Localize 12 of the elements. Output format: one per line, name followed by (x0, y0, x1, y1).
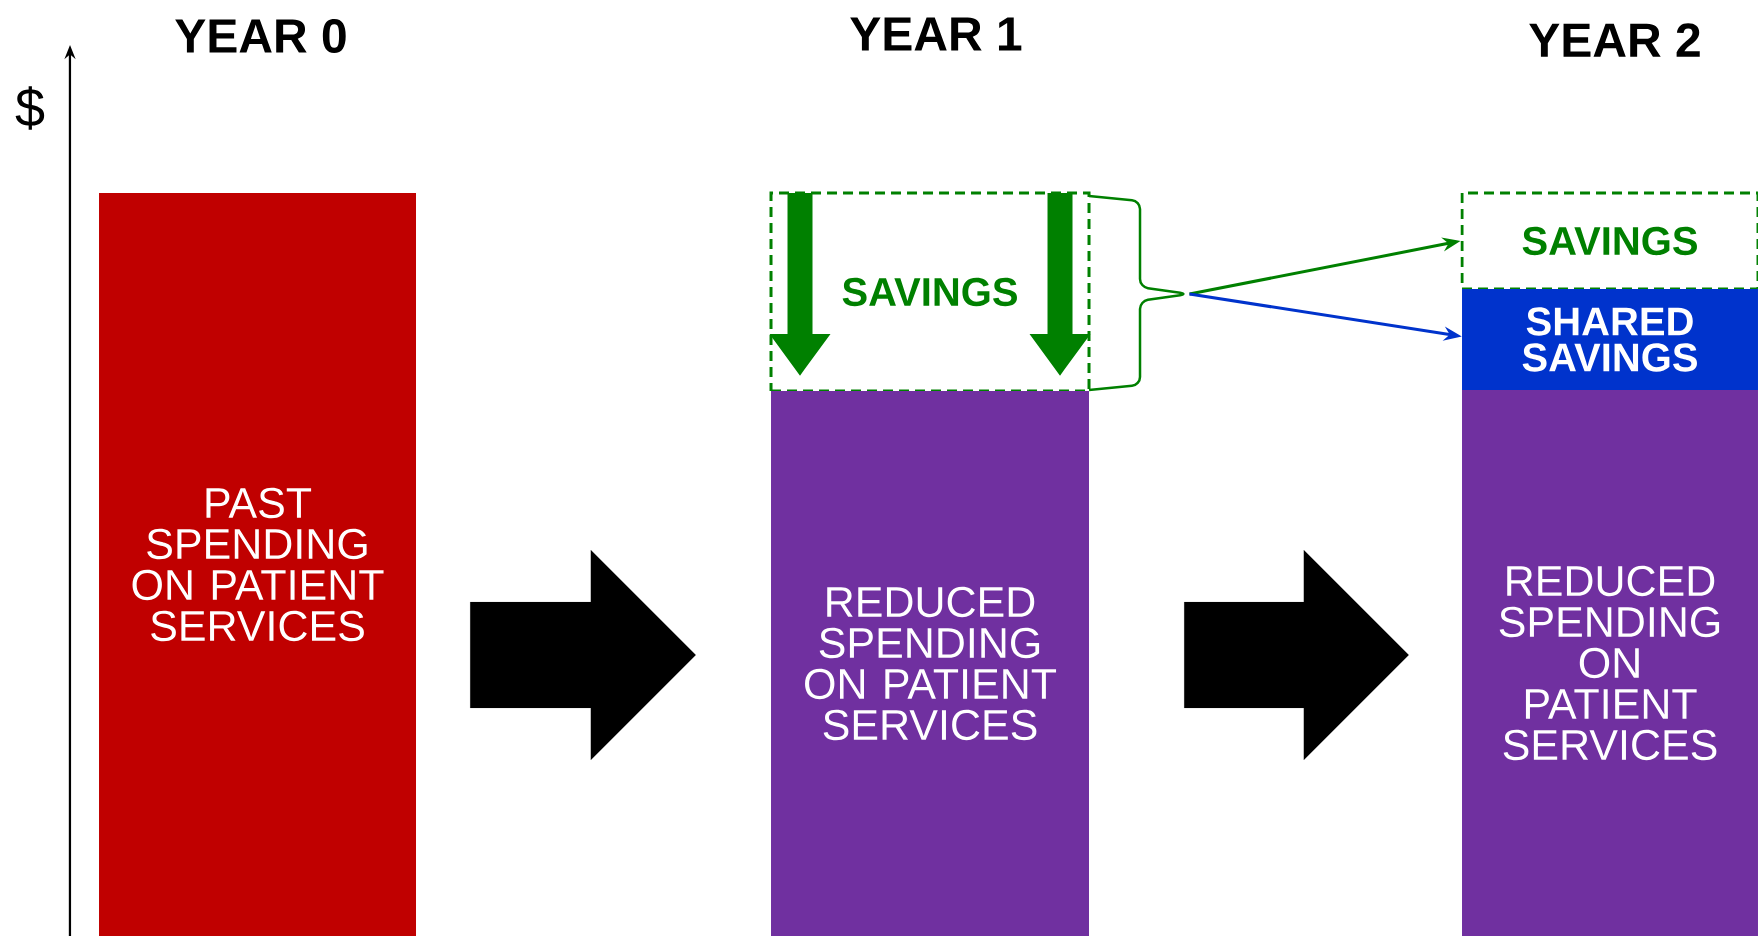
block-arrow (470, 549, 696, 761)
year-heading: YEAR 2 (1529, 23, 1700, 57)
spending-bar: REDUCED SPENDING ON PATIENT SERVICES (1462, 390, 1758, 936)
axis-label: $ (15, 86, 45, 130)
year-heading: YEAR 0 (175, 19, 346, 53)
spending-bar: REDUCED SPENDING ON PATIENT SERVICES (771, 391, 1089, 936)
block-arrow (1184, 549, 1409, 761)
year-heading: YEAR 1 (850, 17, 1022, 51)
savings-box: SAVINGS (769, 191, 1091, 393)
savings-box: SAVINGS (1460, 191, 1758, 291)
shared-savings-box: SHARED SAVINGS (1462, 289, 1758, 390)
spending-bar: PAST SPENDING ON PATIENT SERVICES (99, 193, 416, 936)
